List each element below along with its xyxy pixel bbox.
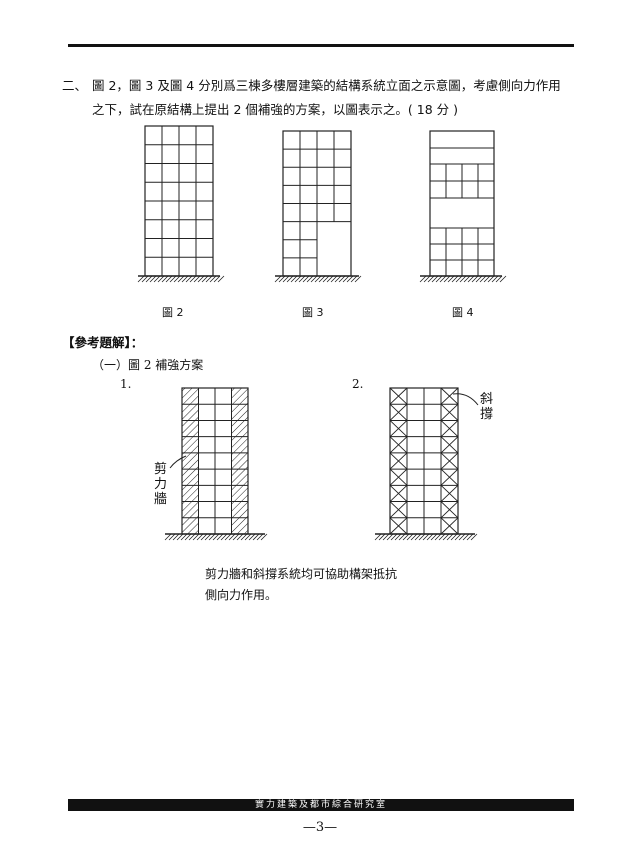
figure-3-caption: 圖 3 — [302, 306, 324, 319]
answer-note-line2: 側向力作用。 — [205, 588, 278, 602]
question-number: 二、 — [62, 78, 88, 93]
option-2-number: 2. — [352, 377, 364, 391]
answer-subtitle: （一）圖 2 補強方案 — [92, 358, 204, 372]
solution-1-shear-wall-frame — [181, 387, 249, 535]
solution-2-braced-frame — [389, 387, 459, 535]
shear-wall-label: 剪力牆 — [154, 462, 168, 507]
top-rule — [68, 44, 574, 47]
option-1-number: 1. — [120, 377, 132, 391]
reference-answer-title: 【參考題解】： — [62, 335, 144, 350]
figure-4-building-frame — [429, 130, 495, 277]
question-text-line1: 圖 2，圖 3 及圖 4 分別爲三棟多樓層建築的結構系統立面之示意圖，考慮側向力… — [92, 78, 561, 93]
figure-2-building-frame — [144, 125, 214, 277]
answer-note-line1: 剪力牆和斜撐系統均可協助構架抵抗 — [205, 567, 398, 581]
page-number: —3— — [302, 820, 338, 835]
figure-3-building-frame — [282, 130, 352, 277]
answer-note: 剪力牆和斜撐系統均可協助構架抵抗 側向力作用。 — [205, 564, 397, 606]
bracing-label: 斜撐 — [480, 392, 494, 422]
question-text-line2: 之下，試在原結構上提出 2 個補強的方案，以圖表示之。( 18 分 ) — [92, 102, 458, 117]
footer-institute-bar: 實力建築及都市綜合研究室 — [68, 799, 574, 811]
figure-4-caption: 圖 4 — [452, 306, 474, 319]
label-leader-lines — [169, 393, 479, 469]
figure-2-caption: 圖 2 — [162, 306, 184, 319]
ground-hatching — [137, 275, 507, 541]
